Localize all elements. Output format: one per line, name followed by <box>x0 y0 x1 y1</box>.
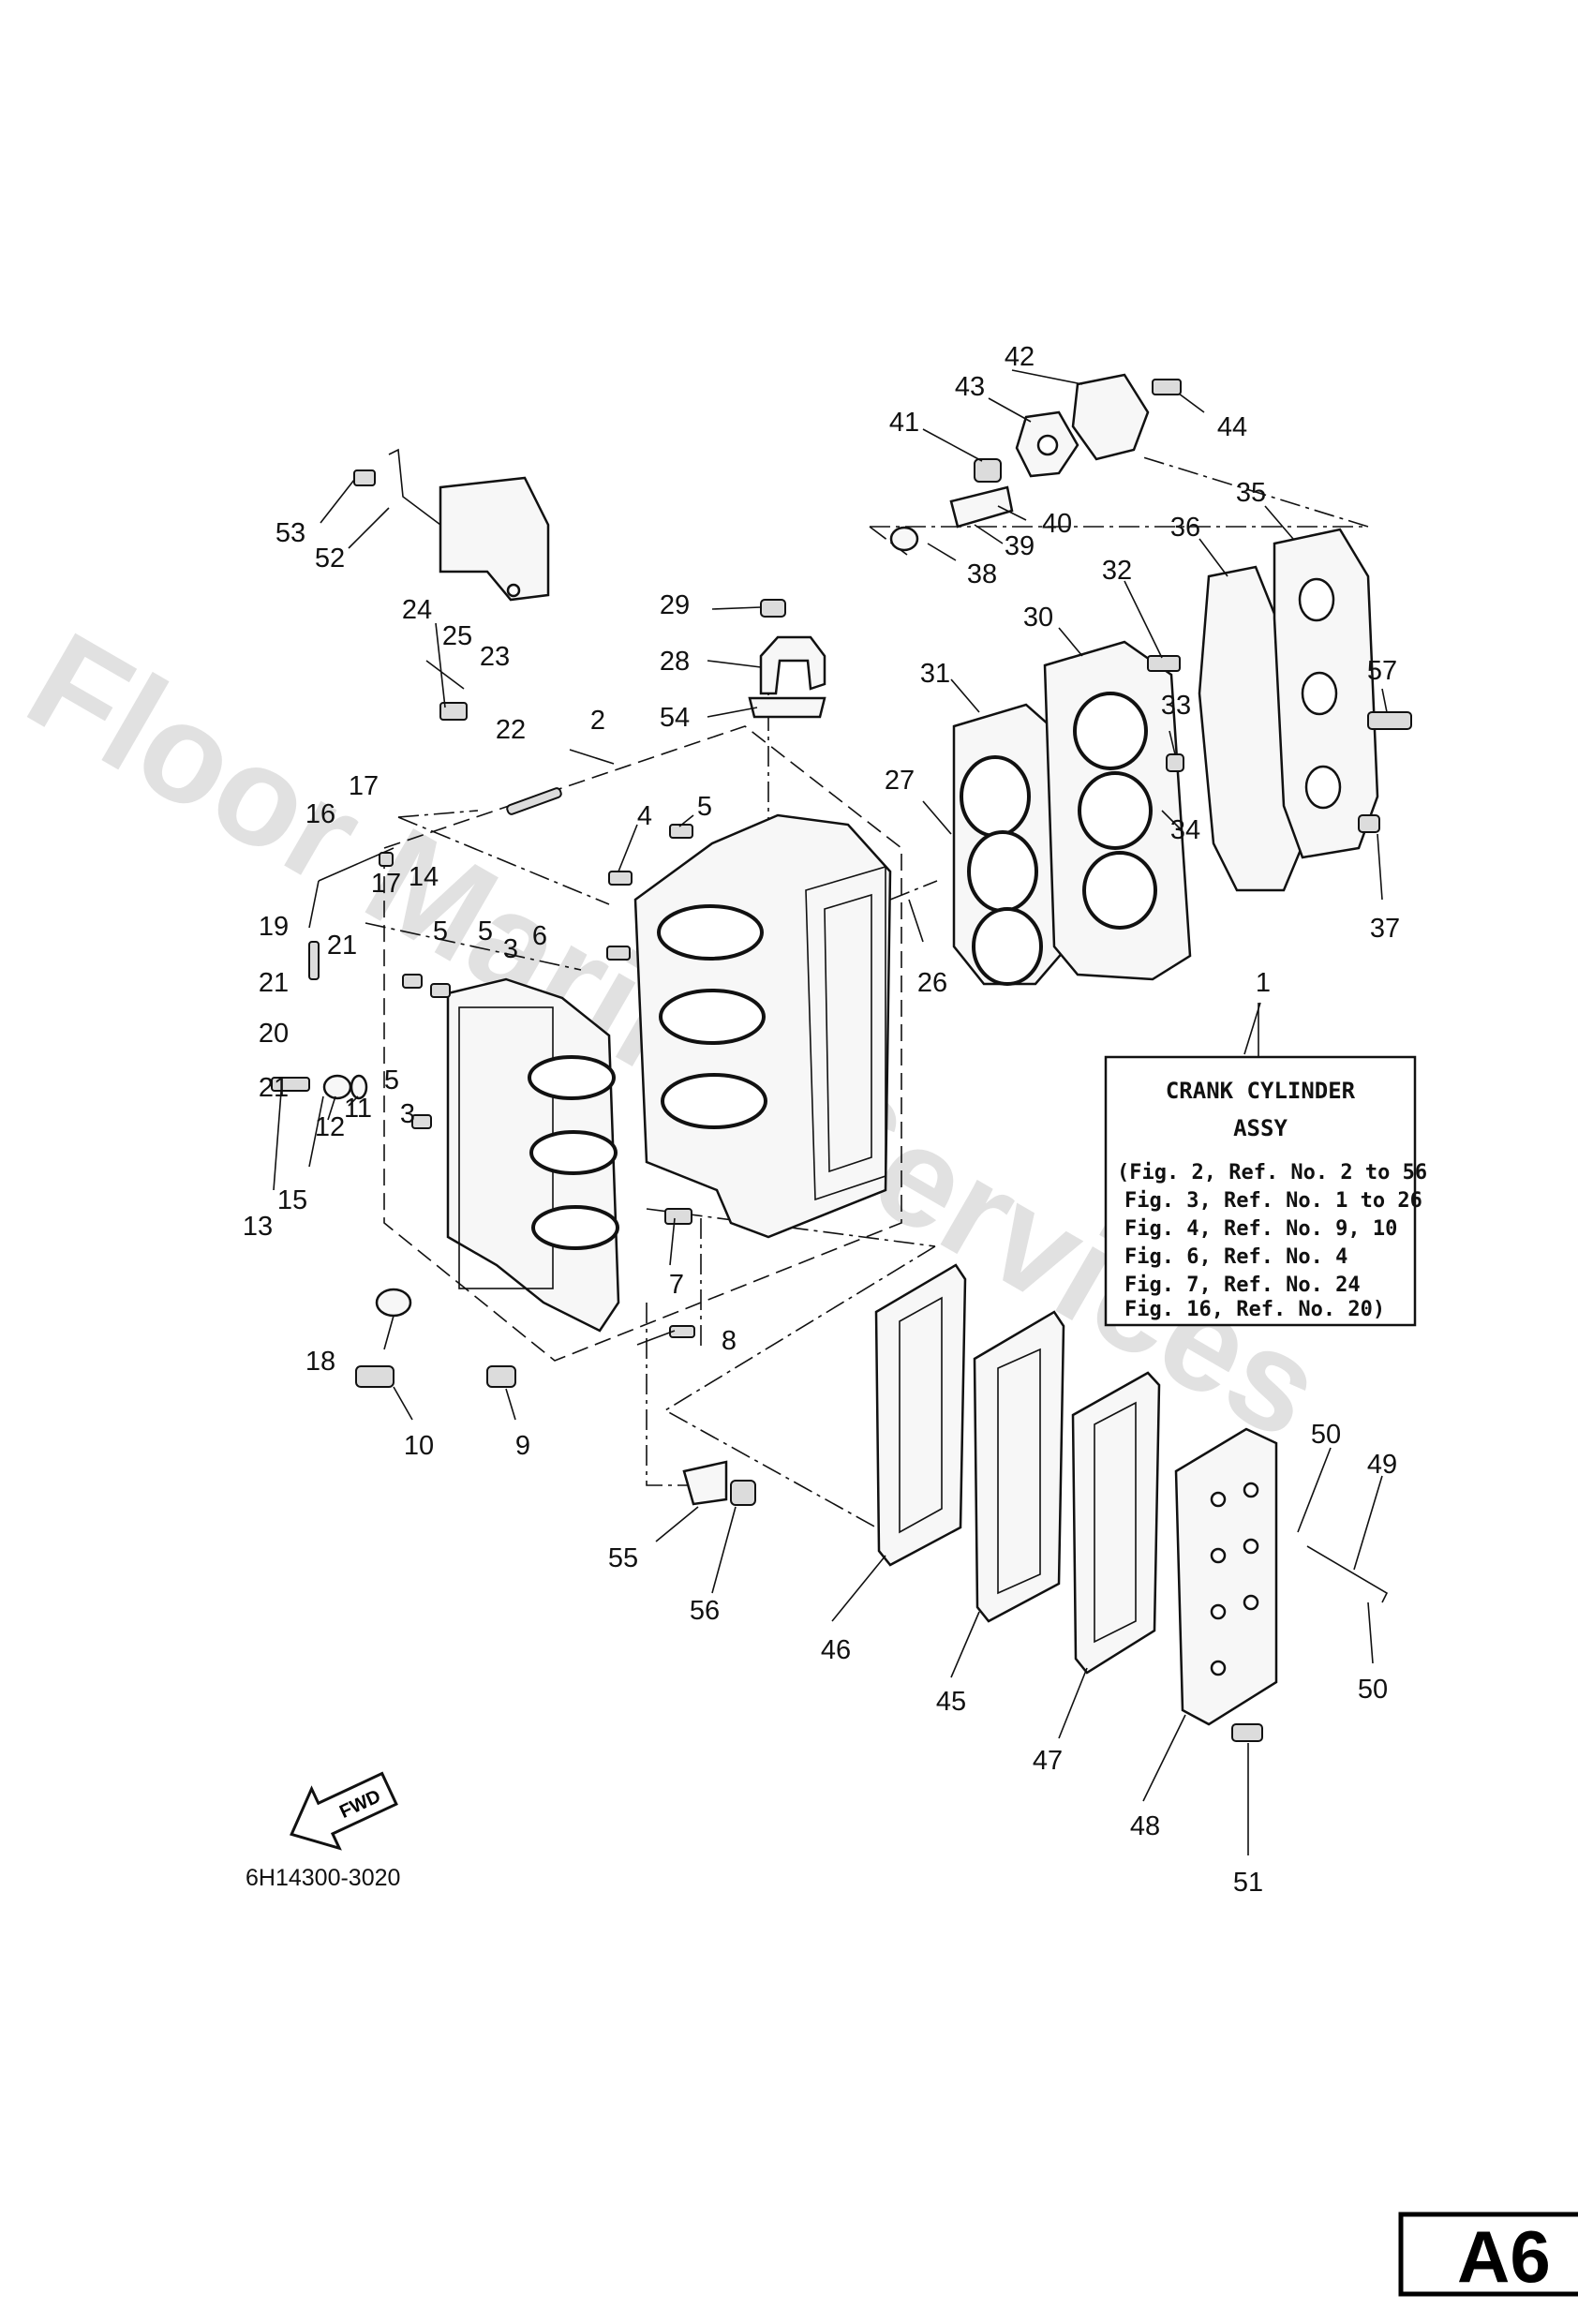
callout-label: 35 <box>1236 478 1266 508</box>
exhaust-outer-cover <box>1174 1427 1389 1742</box>
info-box-line: Fig. 16, Ref. No. 20) <box>1124 1298 1385 1321</box>
callout-label: 5 <box>697 792 712 822</box>
callout-label: 6 <box>532 921 547 951</box>
callout-label: 3 <box>400 1099 415 1129</box>
callout-label: 42 <box>1005 342 1035 372</box>
callout-label: 9 <box>515 1431 530 1461</box>
info-box-title-line1: CRANK CYLINDER <box>1166 1078 1356 1104</box>
figure-code: 6H14300-3020 <box>246 1865 400 1891</box>
callout-label: 25 <box>442 621 472 651</box>
callout-label: 4 <box>637 801 652 831</box>
callout-label: 18 <box>305 1347 335 1377</box>
exhaust-gasket-47 <box>1071 1371 1161 1675</box>
callout-label: 14 <box>409 862 439 892</box>
callout-label: 31 <box>920 659 950 689</box>
small-parts <box>271 702 756 1506</box>
callout-label: 53 <box>275 518 305 548</box>
callout-label: 55 <box>608 1543 638 1573</box>
info-box-line: (Fig. 2, Ref. No. 2 to 56 <box>1117 1161 1427 1184</box>
callout-label: 37 <box>1370 914 1400 944</box>
callout-label: 5 <box>478 916 493 946</box>
callout-label: 16 <box>305 799 335 829</box>
callout-label: 23 <box>480 642 510 672</box>
callout-label: 24 <box>402 595 432 625</box>
callout-label: 52 <box>315 544 345 574</box>
callout-label: 38 <box>967 559 997 589</box>
callout-label: 5 <box>433 916 448 946</box>
callout-label: 30 <box>1023 603 1053 633</box>
callout-label: 36 <box>1170 513 1200 543</box>
callout-label: 2 <box>590 706 605 736</box>
callout-label: 11 <box>344 1094 372 1124</box>
callout-label: 1 <box>1256 968 1271 998</box>
callout-label: 39 <box>1005 531 1035 561</box>
page-code: A6 <box>1457 2215 1551 2298</box>
info-box-line: Fig. 4, Ref. No. 9, 10 <box>1124 1217 1397 1241</box>
thermostat-cover-stack <box>889 373 1182 552</box>
info-box-line: Fig. 3, Ref. No. 1 to 26 <box>1124 1189 1422 1213</box>
cylinder-block <box>633 813 892 1239</box>
callout-label: 41 <box>889 408 919 438</box>
callout-label: 29 <box>660 590 690 620</box>
callout-label: 50 <box>1358 1675 1388 1705</box>
callout-label: 17 <box>349 771 379 801</box>
callout-label: 8 <box>722 1326 737 1356</box>
callout-label: 57 <box>1367 656 1397 686</box>
callout-label: 34 <box>1170 815 1200 845</box>
callout-label: 21 <box>259 968 289 998</box>
clamp-part <box>748 599 826 719</box>
callout-label: 46 <box>821 1635 851 1665</box>
info-box-line: Fig. 6, Ref. No. 4 <box>1124 1245 1347 1269</box>
cylinder-head <box>1043 640 1192 981</box>
callout-label: 19 <box>259 912 289 942</box>
callout-label: 21 <box>259 1073 289 1103</box>
callout-label: 20 <box>259 1019 289 1049</box>
head-cover-assembly <box>1147 528 1412 892</box>
callout-label: 28 <box>660 647 690 677</box>
head-gasket <box>952 703 1078 986</box>
callout-label: 49 <box>1367 1450 1397 1480</box>
callout-label: 54 <box>660 703 690 733</box>
callout-label: 50 <box>1311 1420 1341 1450</box>
callout-label: 10 <box>404 1431 434 1461</box>
fwd-arrow-icon: FWD <box>290 1771 398 1851</box>
callout-label: 13 <box>243 1212 273 1242</box>
bracket-top-left <box>353 448 550 602</box>
callout-label: 3 <box>503 934 518 964</box>
callout-label: 21 <box>327 931 357 961</box>
callout-label: 5 <box>384 1065 399 1095</box>
exhaust-inner-cover <box>973 1310 1065 1623</box>
callout-label: 17 <box>371 869 401 899</box>
exhaust-gasket-46 <box>874 1263 967 1567</box>
callout-label: 7 <box>669 1270 684 1300</box>
callout-label: 56 <box>690 1596 720 1626</box>
callout-label: 45 <box>936 1687 966 1717</box>
info-box-line: Fig. 7, Ref. No. 24 <box>1124 1274 1361 1297</box>
callout-label: 40 <box>1042 509 1072 539</box>
block-group-outline <box>383 725 902 1362</box>
callout-label: 48 <box>1130 1811 1160 1841</box>
info-box-title-line2: ASSY <box>1233 1115 1288 1141</box>
callout-label: 44 <box>1217 412 1247 442</box>
callout-label: 12 <box>315 1112 345 1142</box>
leader-lines <box>273 369 1388 1855</box>
info-box: CRANK CYLINDER ASSY (Fig. 2, Ref. No. 2 … <box>1104 1055 1427 1327</box>
callout-label: 32 <box>1102 556 1132 586</box>
crankcase <box>446 977 620 1333</box>
callout-label: 22 <box>496 715 526 745</box>
callout-label: 27 <box>885 766 915 796</box>
callout-label: 26 <box>917 968 947 998</box>
callout-label: 51 <box>1233 1868 1263 1898</box>
callout-label: 33 <box>1161 691 1191 721</box>
callout-labels: 1 2 3 3 4 5 5 5 5 6 7 8 9 10 11 12 13 14… <box>243 342 1400 1898</box>
callout-label: 43 <box>955 372 985 402</box>
page-code-box: A6 <box>1398 2212 1578 2298</box>
callout-label: 15 <box>277 1185 307 1215</box>
callout-label: 47 <box>1033 1746 1063 1776</box>
